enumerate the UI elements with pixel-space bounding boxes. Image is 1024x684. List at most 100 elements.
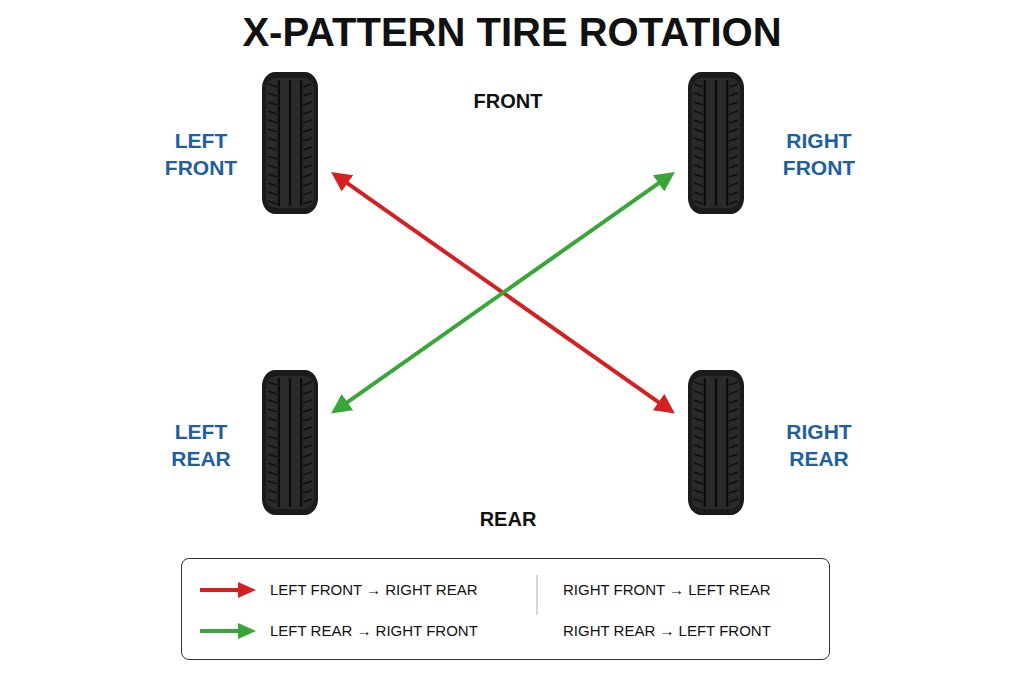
tread-sipe (303, 391, 312, 394)
tread-sipe (694, 382, 703, 385)
tread-sipe (729, 499, 738, 502)
tread-groove (726, 378, 728, 507)
tire-node: RIGHT FRONT (688, 72, 744, 214)
tire-body (262, 72, 318, 214)
tread-sipe (303, 472, 312, 475)
tread-sipe (694, 174, 703, 177)
tread-sipe (268, 138, 277, 141)
tread-sipe (268, 183, 277, 186)
tread-sipe (729, 418, 738, 421)
tread-sipe (729, 427, 738, 430)
tread-sipe (694, 481, 703, 484)
tread-sipe (268, 400, 277, 403)
tread-sipe (694, 391, 703, 394)
tread-groove (278, 378, 280, 507)
tread-sipe (729, 400, 738, 403)
tread-sipe (268, 445, 277, 448)
tire-sheen (266, 376, 314, 509)
tread-sipe (303, 490, 312, 493)
tread-sipe (729, 192, 738, 195)
tread-sipe (694, 499, 703, 502)
tread-sipe (694, 454, 703, 457)
legend-pair-text: RIGHT FRONT → LEFT REAR (563, 581, 771, 599)
tread-groove (726, 80, 728, 206)
tread-sipe (694, 427, 703, 430)
tread-sipe (729, 463, 738, 466)
tread-sipe (729, 156, 738, 159)
tread-sipe (303, 165, 312, 168)
tire-node: RIGHT REAR (688, 370, 744, 515)
tread-sipe (729, 111, 738, 114)
tread-sipe (694, 147, 703, 150)
tire-position-label: LEFT REAR (155, 418, 247, 472)
tread-sipe (268, 409, 277, 412)
title: X-PATTERN TIRE ROTATION (0, 10, 1024, 55)
tread-sipe (694, 84, 703, 87)
tread-sipe (268, 156, 277, 159)
legend-arrow-shaft (200, 588, 242, 592)
tread-sipe (303, 382, 312, 385)
legend-box (181, 558, 830, 660)
tread-sipe (729, 201, 738, 204)
tread-sipe (729, 93, 738, 96)
tire-sheen (266, 78, 314, 208)
tread-sipe (268, 192, 277, 195)
tread-groove (704, 378, 706, 507)
tire-shape (262, 72, 318, 214)
tread-sipe (729, 391, 738, 394)
legend-arrow-head (238, 623, 256, 639)
tread-sipe (303, 93, 312, 96)
tread-sipe (268, 436, 277, 439)
tread-sipe (694, 192, 703, 195)
legend-arrow-sample (198, 621, 258, 641)
tread-sipe (303, 156, 312, 159)
tire-position-label: RIGHT FRONT (773, 127, 865, 181)
tread-sipe (268, 499, 277, 502)
tread-sipe (729, 490, 738, 493)
tread-sipe (303, 499, 312, 502)
tire-position-label: LEFT FRONT (155, 127, 247, 181)
tread-sipe (268, 454, 277, 457)
legend-arrow-head (238, 582, 256, 598)
tread-sipe (729, 102, 738, 105)
tread-sipe (303, 463, 312, 466)
tread-sipe (303, 129, 312, 132)
tread-sipe (729, 138, 738, 141)
tread-sipe (268, 391, 277, 394)
tread-sipe (268, 120, 277, 123)
tread-sipe (694, 490, 703, 493)
tread-sipe (303, 427, 312, 430)
tire-node: LEFT FRONT (262, 72, 318, 214)
tread-sipe (268, 201, 277, 204)
tread-sipe (729, 165, 738, 168)
tread-sipe (694, 201, 703, 204)
tire-node: LEFT REAR (262, 370, 318, 515)
tread-sipe (729, 84, 738, 87)
tread-sipe (268, 102, 277, 105)
tread-sipe (729, 120, 738, 123)
legend-arrow-shaft (200, 629, 242, 633)
tread-sipe (694, 93, 703, 96)
tread-sipe (694, 463, 703, 466)
tread-sipe (268, 129, 277, 132)
tread-sipe (303, 174, 312, 177)
tread-sipe (268, 463, 277, 466)
tread-sipe (694, 156, 703, 159)
tread-groove (715, 378, 717, 507)
tread-sipe (268, 481, 277, 484)
tread-sipe (303, 445, 312, 448)
tread-sipe (303, 120, 312, 123)
tire-shape (262, 370, 318, 515)
tread-sipe (694, 165, 703, 168)
tread-groove (300, 80, 302, 206)
tread-sipe (729, 472, 738, 475)
tire-position-label: RIGHT REAR (773, 418, 865, 472)
tread-sipe (729, 174, 738, 177)
axle-label: FRONT (428, 90, 588, 113)
tread-sipe (303, 481, 312, 484)
tire-body (688, 72, 744, 214)
tread-sipe (729, 481, 738, 484)
tread-sipe (694, 409, 703, 412)
tread-sipe (268, 418, 277, 421)
tread-sipe (303, 138, 312, 141)
